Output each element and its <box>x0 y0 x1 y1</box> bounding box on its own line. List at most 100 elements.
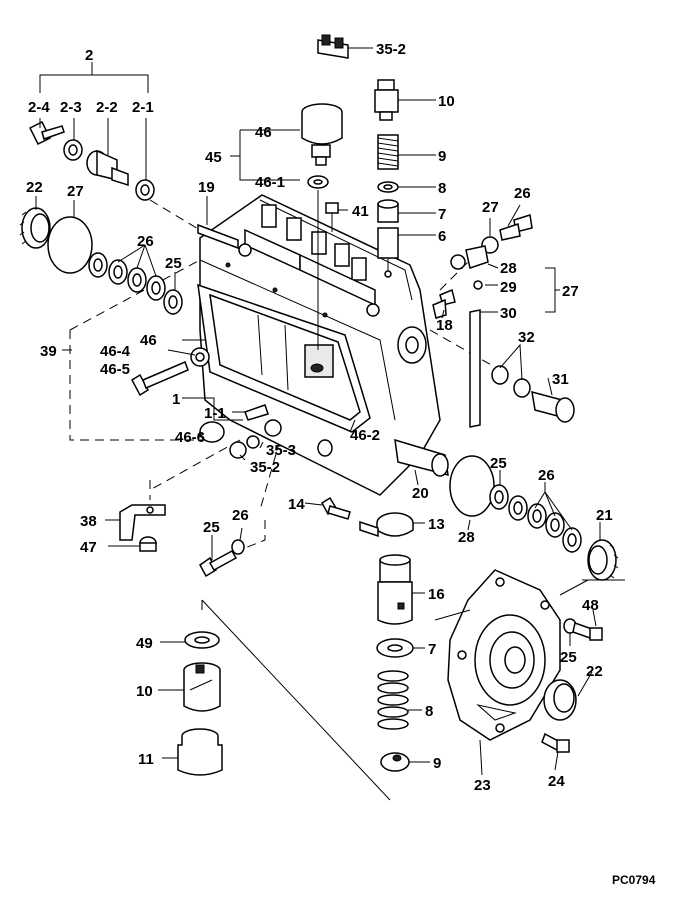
part-35-3-pipe <box>469 309 481 428</box>
part-47-oring <box>199 421 225 443</box>
callout-label: 1 <box>172 391 180 408</box>
part-10-delivery-valve-holder <box>374 79 399 121</box>
part-52-washer <box>184 631 220 649</box>
part-46-2-washer <box>307 175 329 189</box>
callout-label: 14 <box>288 496 305 513</box>
part-2-2-fitting <box>86 149 129 187</box>
part-41-clip <box>317 34 349 59</box>
callout-label: 25 <box>560 649 577 666</box>
callout-label: 46-2 <box>350 427 380 444</box>
callout-label: 46-1 <box>255 174 285 191</box>
part-2-1-washer <box>135 179 155 201</box>
callout-label: 16 <box>428 586 445 603</box>
part-6-plunger <box>377 227 399 278</box>
part-48-bolt <box>139 536 157 552</box>
callout-label: 24 <box>548 773 565 790</box>
part-45-screw <box>325 202 339 232</box>
part-43-washer <box>246 419 282 449</box>
part-16-cup <box>177 728 223 776</box>
part-7-valve <box>377 199 399 223</box>
part-44-bracket <box>119 504 166 541</box>
part-2-4-bolt <box>28 120 65 146</box>
callout-label: 8 <box>425 703 433 720</box>
callout-label: 1-1 <box>204 405 226 422</box>
callout-label: 32 <box>518 329 535 346</box>
callout-label: 48 <box>582 597 599 614</box>
part-22-gear-right <box>587 539 619 581</box>
callout-label: 2 <box>85 47 93 64</box>
part-27-oring-left <box>47 216 93 274</box>
callout-label: 26 <box>232 507 249 524</box>
callout-label: 46-5 <box>100 361 130 378</box>
part-25-washer-left <box>163 289 183 315</box>
callout-label: 7 <box>428 641 436 658</box>
callout-label: 31 <box>552 371 569 388</box>
callout-label: 6 <box>438 228 446 245</box>
part-46-1-cap <box>301 103 343 166</box>
part-26-washers-right <box>508 495 582 553</box>
part-25-washer-right <box>489 484 509 510</box>
callout-label: 13 <box>428 516 445 533</box>
part-20-sleeve <box>377 554 413 625</box>
callout-label: 25 <box>490 455 507 472</box>
callout-label: 2-2 <box>96 99 118 116</box>
callout-label: 27 <box>562 283 579 300</box>
part-35-fitting <box>450 245 489 290</box>
callout-label: 26 <box>538 467 555 484</box>
dashed-reference-lines <box>69 199 501 549</box>
part-49-bolt <box>572 622 603 641</box>
part-46-5-washer <box>190 347 210 367</box>
callout-label: 46 <box>140 332 157 349</box>
callout-label: 39 <box>40 343 57 360</box>
part-27-oring-right <box>449 455 495 517</box>
part-19-bolt <box>321 496 351 520</box>
part-11-washer <box>376 638 414 658</box>
callout-label: 47 <box>80 539 97 556</box>
callout-label: 35-2 <box>250 459 280 476</box>
callout-label: 28 <box>458 529 475 546</box>
callout-label: 35-3 <box>266 442 296 459</box>
part-14-block <box>183 662 221 712</box>
callout-label: 49 <box>136 635 153 652</box>
callout-label: 18 <box>436 317 453 334</box>
callout-label: 2-1 <box>132 99 154 116</box>
part-21-bolt <box>432 288 456 319</box>
part-17-rack <box>197 223 239 250</box>
part-28-flange <box>447 569 561 741</box>
part-2-3-washer <box>63 139 83 161</box>
callout-label: 29 <box>500 279 517 296</box>
callout-label: 22 <box>586 663 603 680</box>
callout-label: 30 <box>500 305 517 322</box>
callout-label: 2-3 <box>60 99 82 116</box>
part-8-washer <box>377 181 399 193</box>
part-9-spring <box>377 134 399 170</box>
callout-label: 28 <box>500 260 517 277</box>
part-1-1-screw <box>244 404 269 421</box>
callout-label: 26 <box>137 233 154 250</box>
callout-label: 21 <box>596 507 613 524</box>
part-31-bolt <box>199 549 238 578</box>
pump-housing <box>197 194 449 496</box>
part-33-bolt <box>499 214 533 241</box>
part-32-washer <box>231 539 245 555</box>
part-23-seal <box>543 679 577 721</box>
callout-labels: 2 2-4 2-3 2-2 2-1 22 27 26 25 19 46 45 4… <box>26 41 613 794</box>
callout-label: 20 <box>412 485 429 502</box>
part-39-washers <box>491 365 531 398</box>
callout-label: 2-4 <box>28 99 50 116</box>
callout-label: 9 <box>433 755 441 772</box>
leader-lines <box>35 47 601 776</box>
callout-label: 19 <box>198 179 215 196</box>
callout-label: 46-4 <box>100 343 131 360</box>
callout-label: 7 <box>438 206 446 223</box>
callout-label: 25 <box>203 519 220 536</box>
diagram-code: PC0794 <box>612 873 656 887</box>
part-26-washers-left <box>88 252 166 301</box>
callout-label: 22 <box>26 179 43 196</box>
callout-label: 9 <box>438 148 446 165</box>
callout-label: 38 <box>80 513 97 530</box>
part-18-clamp <box>359 512 414 538</box>
callout-label: 10 <box>136 683 153 700</box>
part-12-spring <box>377 670 409 730</box>
